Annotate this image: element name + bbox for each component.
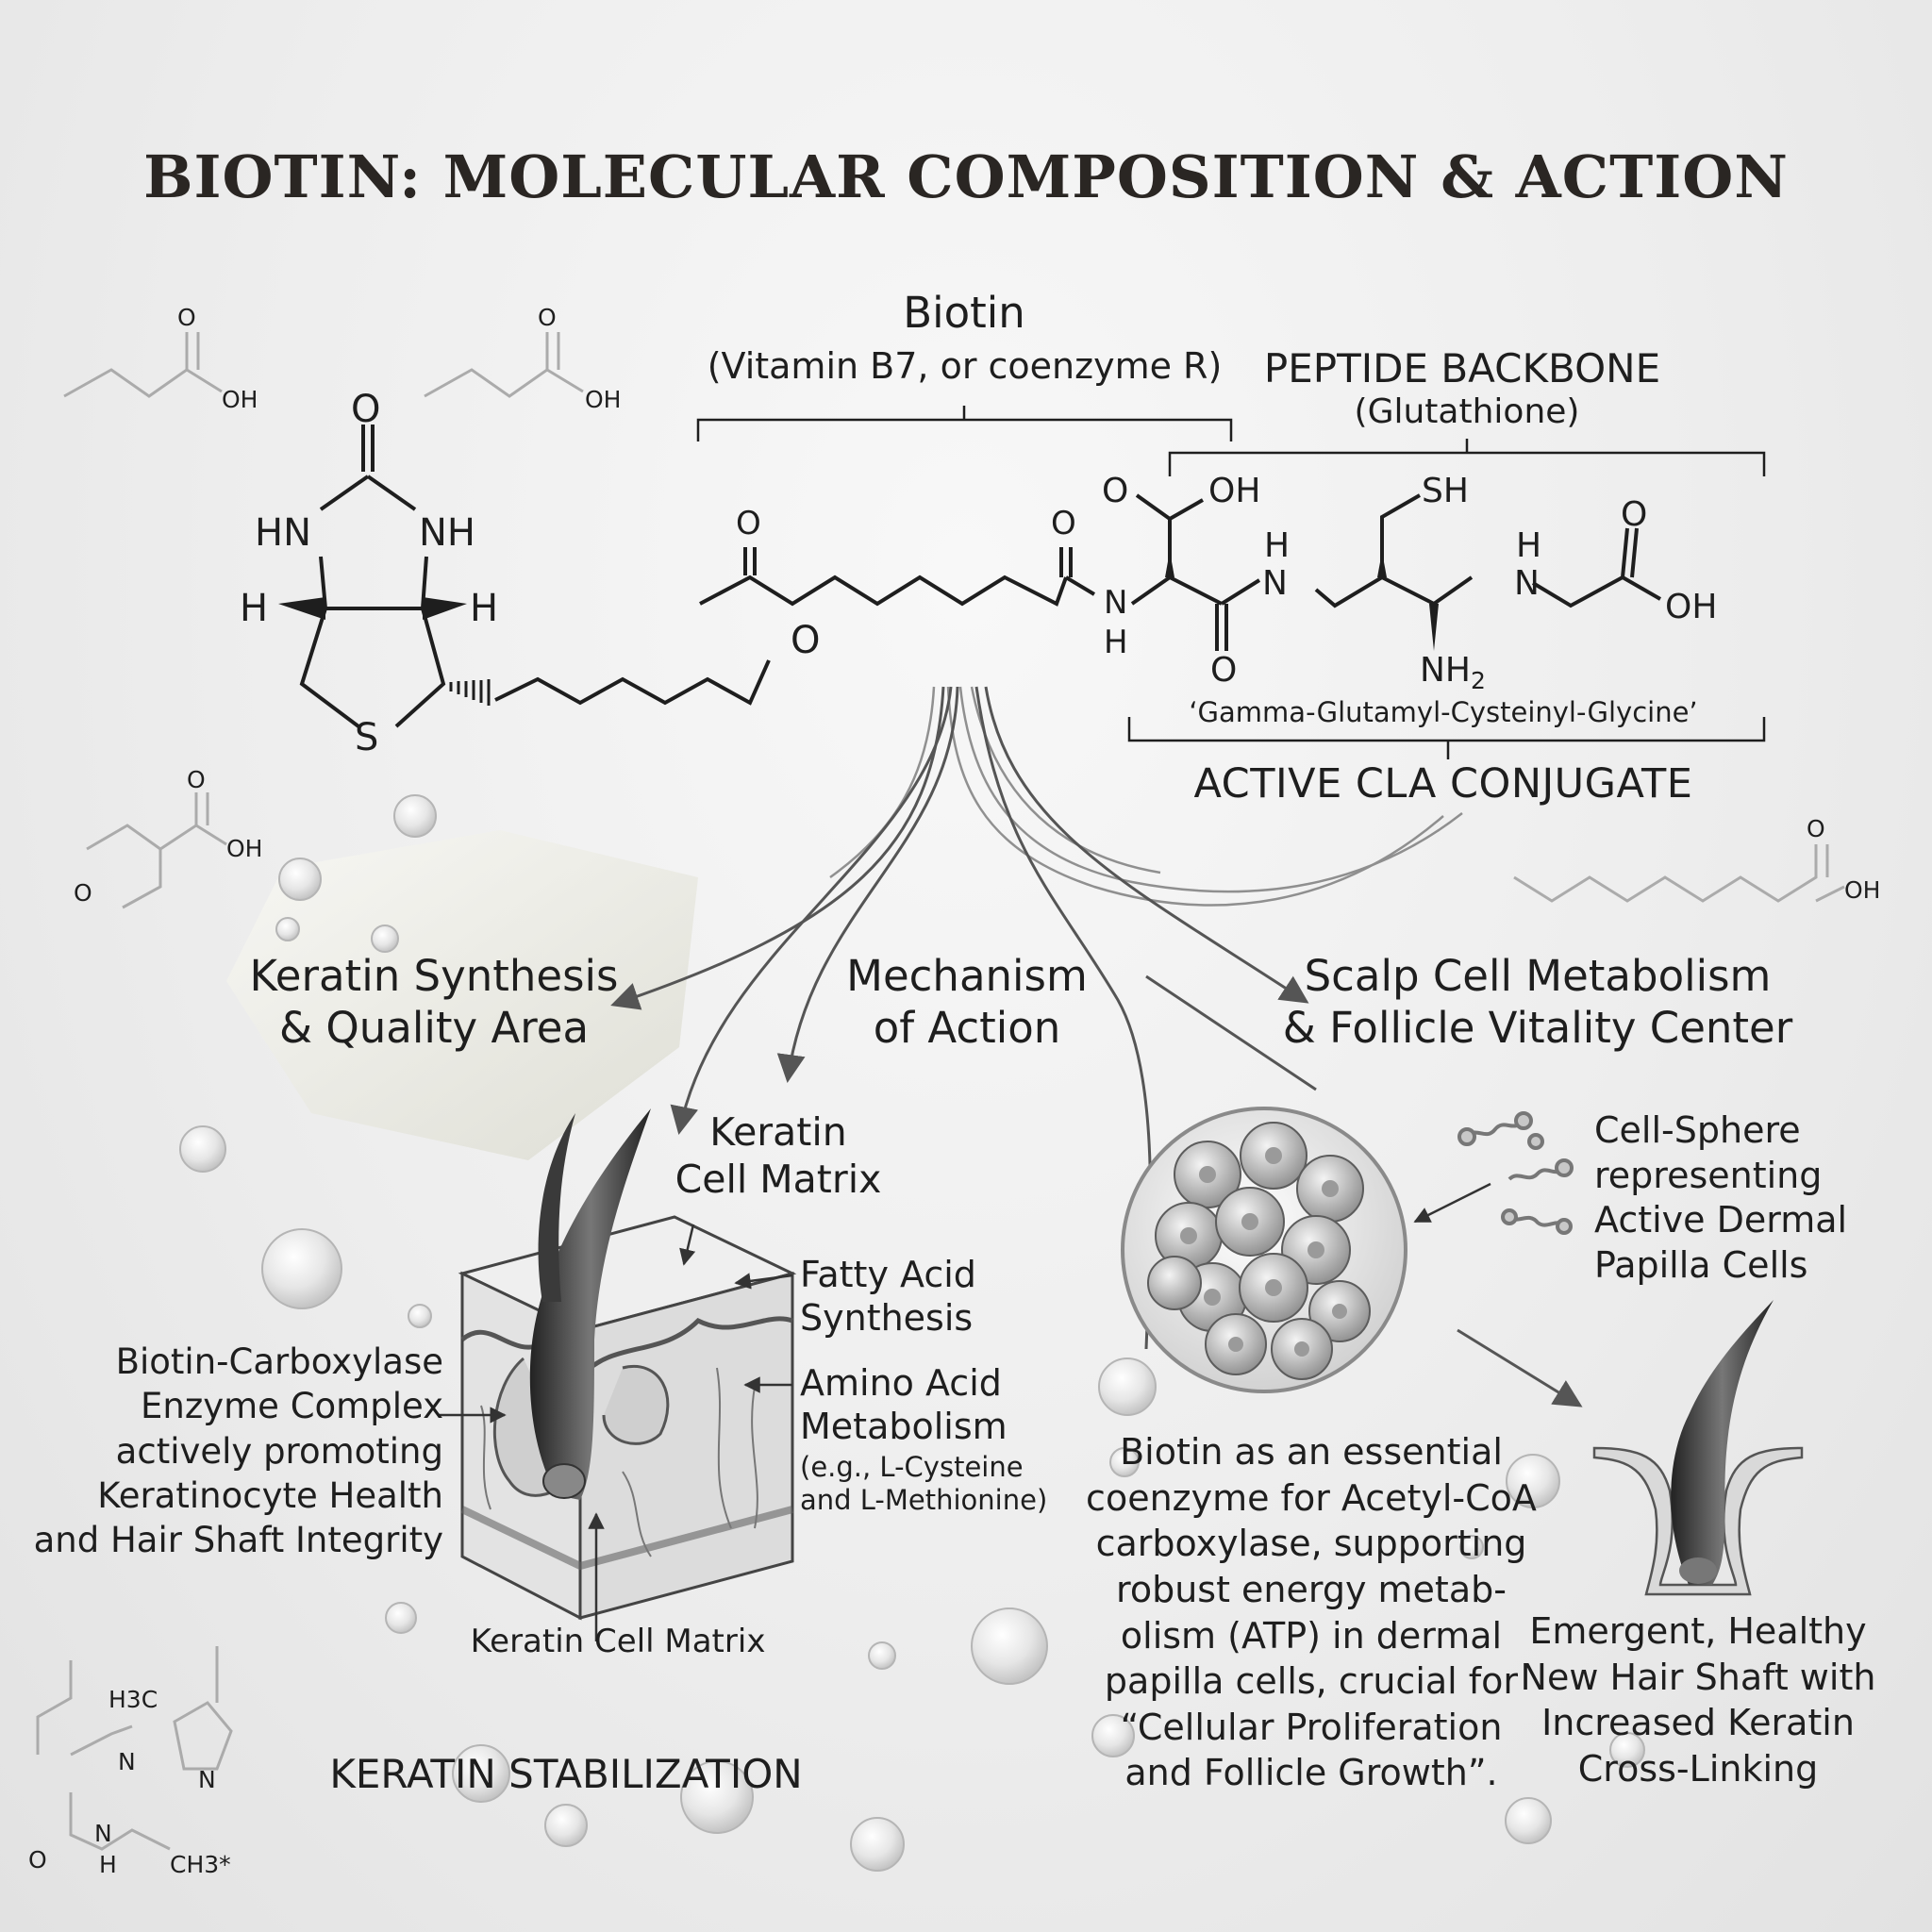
svg-text:H: H [240, 587, 268, 630]
biotin-atom-labels: O HN NH H H S O [240, 388, 820, 759]
svg-text:NH: NH [419, 511, 475, 555]
amino-acid-metabolism-label: Amino Acid Metabolism [800, 1362, 1008, 1448]
gel-cube [226, 830, 698, 1160]
faint-molecules [36, 332, 1845, 1851]
svg-text:O: O [1621, 495, 1647, 534]
fatty-acid-synthesis-label: Fatty Acid Synthesis [800, 1254, 976, 1340]
hair-arrow [1457, 1328, 1583, 1407]
acetyl-coa-description: Biotin as an essential coenzyme for Acet… [1086, 1431, 1537, 1794]
svg-text:H3C: H3C [108, 1686, 158, 1713]
svg-text:OH: OH [1208, 472, 1260, 510]
brackets [696, 406, 1766, 759]
wedge-bond [1377, 552, 1387, 577]
biotin-label: Biotin [903, 288, 1025, 338]
page-title: BIOTIN: MOLECULAR COMPOSITION & ACTION [143, 142, 1789, 211]
biotin-subtitle: (Vitamin B7, or coenzyme R) [707, 345, 1223, 387]
glutathione-structure [1130, 493, 1661, 651]
svg-text:N: N [198, 1766, 216, 1793]
water-droplets [179, 794, 1645, 1872]
svg-text:O: O [538, 304, 557, 331]
skin-cross-section [458, 1108, 797, 1621]
svg-text:O: O [736, 505, 761, 542]
svg-text:O: O [1807, 815, 1825, 842]
svg-text:O: O [351, 388, 380, 431]
svg-text:O: O [187, 766, 206, 793]
molecule-squiggles [1457, 1111, 1574, 1235]
biotin-bracket [696, 418, 1233, 441]
svg-text:OH: OH [222, 386, 258, 413]
svg-text:OH: OH [1665, 588, 1717, 626]
svg-text:CH3*: CH3* [170, 1851, 231, 1878]
conjugate-bracket [1127, 717, 1766, 742]
svg-text:SH: SH [1422, 472, 1469, 510]
svg-text:N: N [1262, 564, 1288, 603]
cell-sphere [1121, 1107, 1491, 1393]
new-hair-shaft-description: Emergent, Healthy New Hair Shaft with In… [1520, 1610, 1876, 1790]
svg-text:S: S [355, 716, 378, 759]
svg-text:OH: OH [1844, 876, 1880, 904]
wedge-bond [1165, 551, 1174, 577]
mechanism-of-action-label: Mechanism of Action [846, 951, 1088, 1053]
faint-molecule-labels: O OH O OH O OH O O OH H3C N N O N H CH3* [28, 304, 1880, 1878]
svg-text:NH2: NH2 [1420, 651, 1486, 694]
keratin-synthesis-area-label: Keratin Synthesis & Quality Area [249, 951, 619, 1053]
svg-text:O: O [28, 1846, 47, 1874]
svg-text:H: H [470, 587, 498, 630]
svg-text:O: O [1051, 505, 1076, 542]
svg-text:H: H [1264, 526, 1290, 565]
svg-text:N: N [1104, 584, 1127, 622]
svg-text:O: O [1102, 472, 1128, 510]
enzyme-complex-label: Biotin-Carboxylase Enzyme Complex active… [33, 1341, 443, 1561]
stereo-bonds [278, 597, 491, 706]
flow-lines [829, 686, 1463, 907]
svg-text:OH: OH [226, 835, 262, 862]
peptide-full-name: ‘Gamma-Glutamyl-Cysteinyl-Glycine’ [1189, 696, 1698, 728]
svg-text:N: N [118, 1748, 136, 1775]
svg-text:OH: OH [585, 386, 621, 413]
keratin-cell-matrix-bottom-label: Keratin Cell Matrix [470, 1623, 766, 1660]
svg-text:N: N [94, 1820, 112, 1847]
svg-text:O: O [1210, 651, 1237, 690]
keratin-stabilization-caption: KERATIN STABILIZATION [329, 1751, 803, 1797]
svg-text:O: O [74, 879, 92, 907]
svg-text:O: O [791, 619, 820, 662]
keratin-cell-matrix-top-label: Keratin Cell Matrix [675, 1109, 882, 1203]
cell-sphere-description: Cell-Sphere representing Active Dermal P… [1594, 1109, 1848, 1286]
valeryl-atom-labels: O O N H [736, 505, 1128, 661]
active-conjugate-label: ACTIVE CLA CONJUGATE [1193, 760, 1693, 808]
svg-text:H: H [1516, 526, 1541, 565]
amino-acid-examples-label: (e.g., L-Cysteine and L-Methionine) [800, 1451, 1048, 1517]
new-hair-follicle [1592, 1300, 1804, 1596]
skin-label-arrows [439, 1224, 793, 1641]
peptide-backbone-subtitle: (Glutathione) [1354, 392, 1580, 431]
svg-text:N: N [1514, 564, 1540, 603]
svg-text:H: H [1104, 624, 1128, 661]
biotin-structure [299, 425, 771, 728]
svg-text:H: H [99, 1851, 117, 1878]
svg-text:O: O [177, 304, 196, 331]
peptide-backbone-label: PEPTIDE BACKBONE [1263, 345, 1661, 391]
glutathione-atom-labels: O OH O H N SH H N O OH NH2 [1102, 472, 1717, 694]
wedge-bond [1429, 604, 1439, 651]
scalp-metabolism-center-label: Scalp Cell Metabolism & Follicle Vitalit… [1282, 951, 1793, 1053]
valeryl-chain [699, 547, 1096, 607]
svg-text:HN: HN [255, 511, 311, 555]
